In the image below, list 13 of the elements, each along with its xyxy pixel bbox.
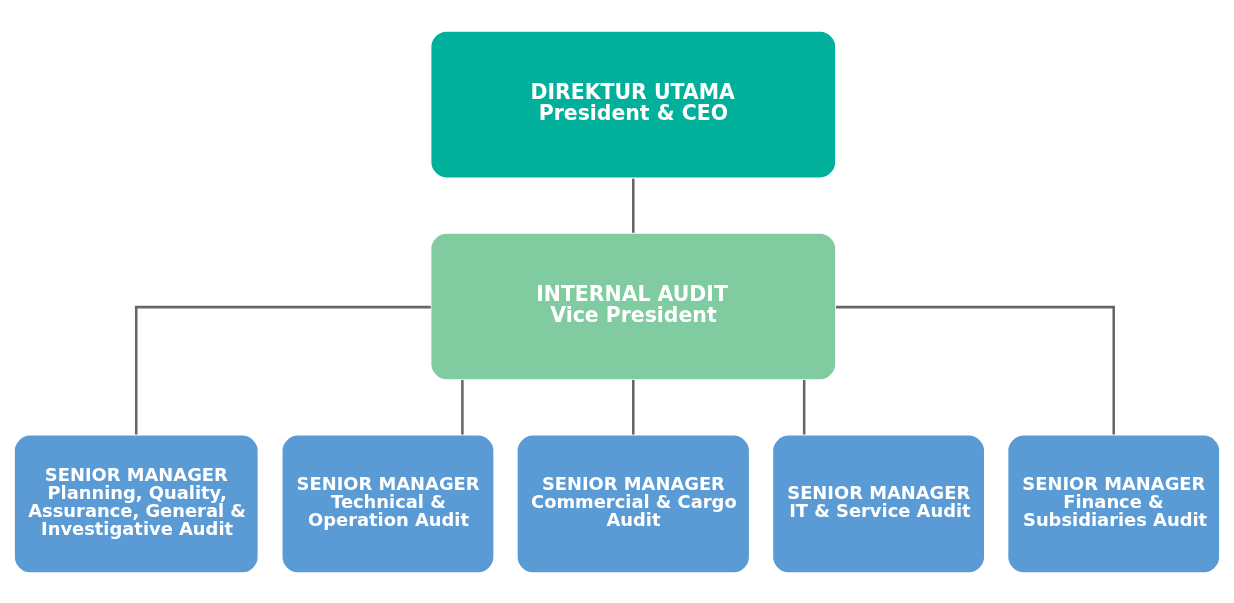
connector [836,305,1115,434]
connector [461,379,464,435]
node-box: SENIOR MANAGER Technical & Operation Audit [281,433,495,574]
connector [632,178,635,233]
node-box: DIREKTUR UTAMA President & CEO [430,29,837,179]
node-box: SENIOR MANAGER Finance & Subsidiaries Audit [1007,433,1221,574]
connector [802,379,806,435]
connector [632,379,635,435]
node-box: INTERNAL AUDIT Vice President [430,231,837,381]
connector [134,305,431,434]
node-box: SENIOR MANAGER Planning, Quality, Assurance, General & Investigative Audit [13,433,259,574]
node-box: SENIOR MANAGER IT & Service Audit [771,433,986,574]
node-box: SENIOR MANAGER Commercial & Cargo Audit [516,433,751,574]
